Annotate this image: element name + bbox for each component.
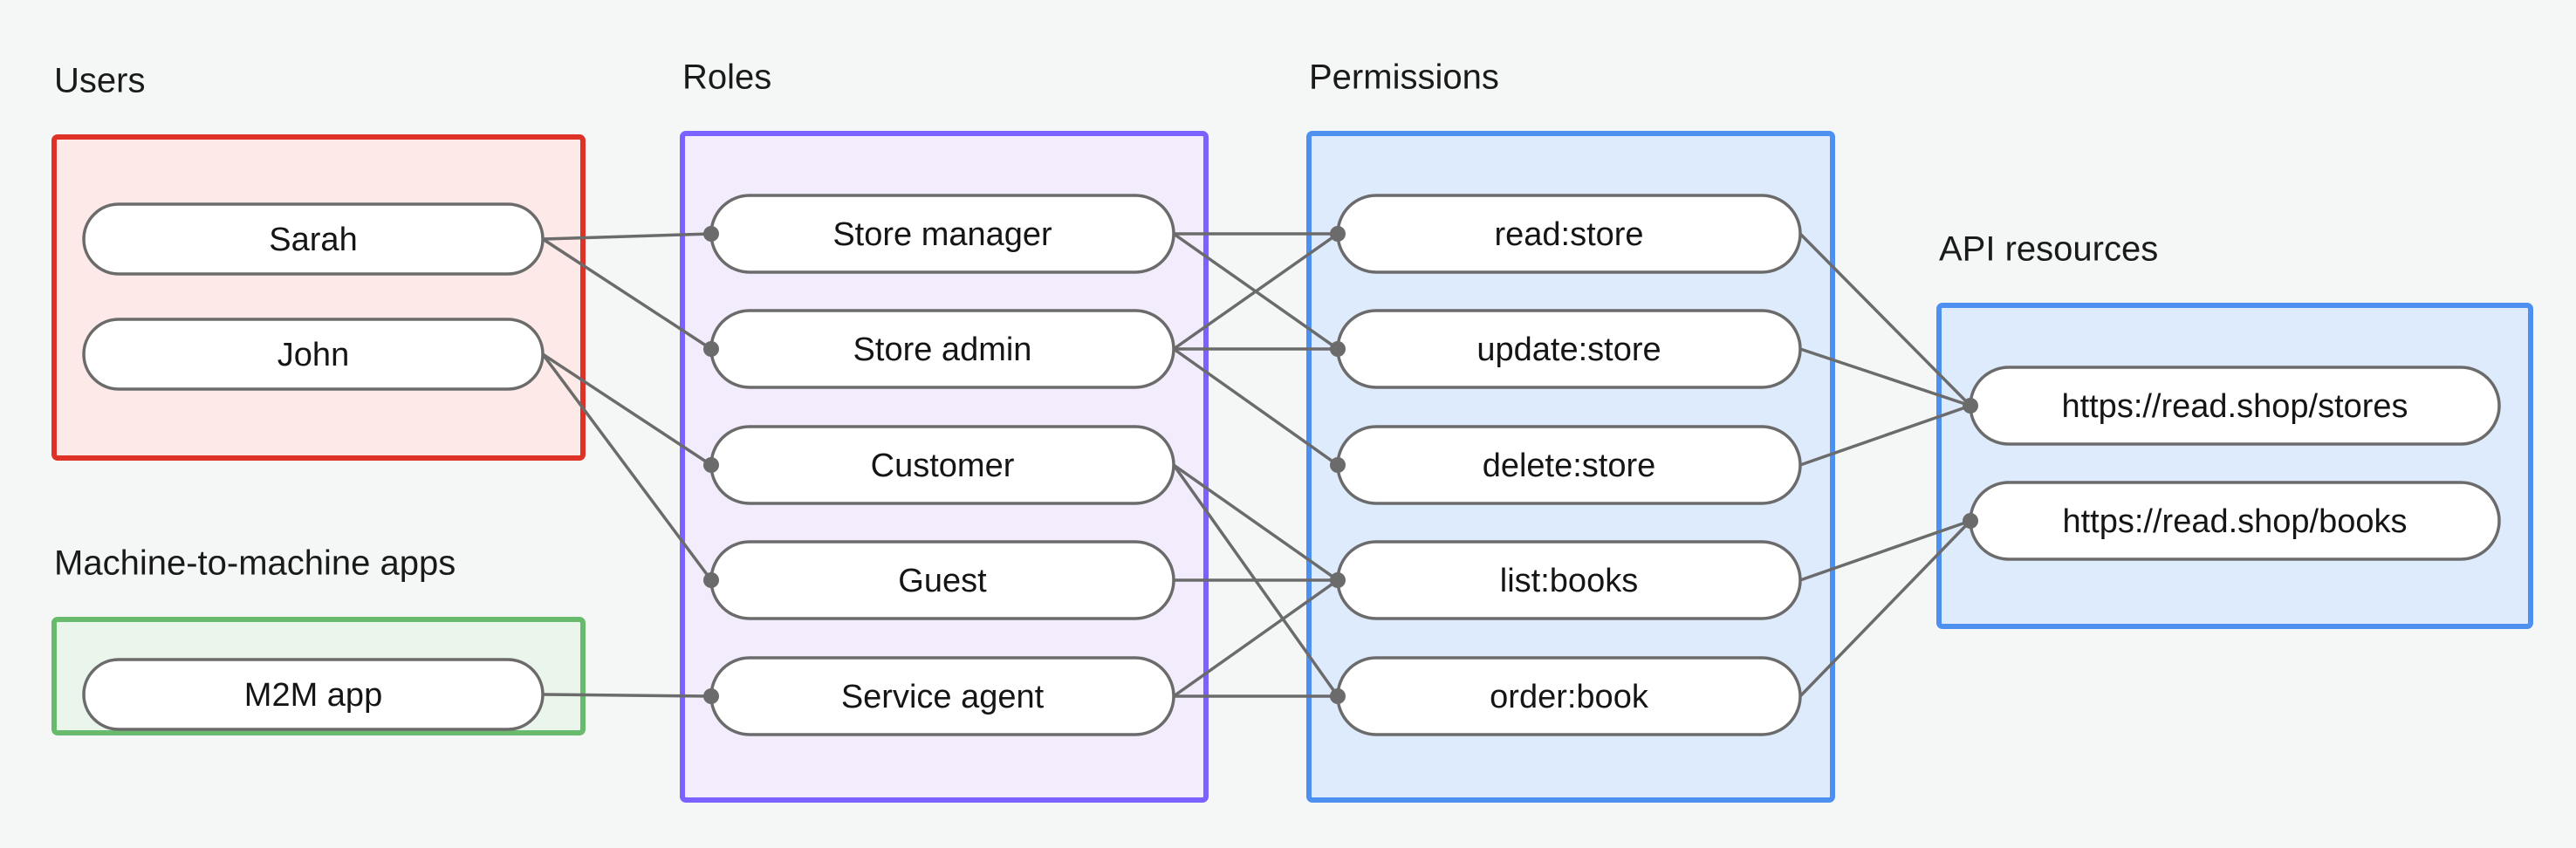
node-label-john: John [277,337,349,373]
port-dot-customer [703,457,719,473]
edge-order-book-to-res-books [1798,519,1972,698]
group-label-users: Users [54,62,145,100]
group-box-users [51,134,586,461]
edge-m2m-app-to-service-agent [542,693,712,698]
port-dot-res-books [1963,513,1978,529]
ports-layer [703,226,1978,704]
port-dot-update-store [1330,341,1346,357]
node-label-store-manager: Store manager [832,216,1052,253]
edge-john-to-guest [541,352,713,582]
edges-layer [541,232,1972,698]
node-m2m-app[interactable] [82,658,545,731]
node-label-update-store: update:store [1476,332,1661,368]
port-dot-guest [703,572,719,588]
edge-service-agent-to-list-books [1172,578,1339,698]
edge-store-admin-to-read-store [1172,232,1339,351]
edge-list-books-to-res-books [1799,519,1971,582]
node-label-read-store: read:store [1494,216,1643,253]
edge-update-store-to-res-stores [1799,347,1971,407]
node-label-delete-store: delete:store [1483,448,1656,484]
edge-customer-to-list-books [1172,463,1339,582]
node-label-res-books: https://read.shop/books [2062,503,2407,540]
edge-store-admin-to-delete-store [1172,347,1339,467]
node-label-sarah: Sarah [269,222,357,258]
port-dot-store-admin [703,341,719,357]
group-label-api-resources: API resources [1939,230,2158,269]
node-label-list-books: list:books [1500,563,1638,599]
port-dot-store-manager [703,226,719,242]
port-dot-order-book [1330,688,1346,704]
group-label-roles: Roles [682,58,771,97]
group-box-api-resources [1936,303,2533,629]
node-sarah[interactable] [82,202,545,276]
node-label-res-stores: https://read.shop/stores [2061,388,2408,425]
edge-john-to-customer [542,352,712,467]
node-label-service-agent: Service agent [841,679,1045,715]
node-label-store-admin: Store admin [853,332,1032,368]
port-dot-list-books [1330,572,1346,588]
port-dot-service-agent [703,688,719,704]
edge-sarah-to-store-admin [542,237,712,351]
edge-delete-store-to-res-stores [1799,404,1971,467]
port-dot-read-store [1330,226,1346,242]
port-dot-delete-store [1330,457,1346,473]
node-john[interactable] [82,318,545,391]
node-label-m2m-app: M2M app [244,677,382,714]
node-label-guest: Guest [898,563,987,599]
edge-sarah-to-store-manager [542,232,712,241]
edge-read-store-to-res-stores [1798,232,1972,407]
node-label-customer: Customer [871,448,1015,484]
port-dot-res-stores [1963,398,1978,414]
node-label-order-book: order:book [1490,679,1649,715]
group-label-permissions: Permissions [1309,58,1499,97]
group-label-m2m: Machine-to-machine apps [54,544,456,583]
